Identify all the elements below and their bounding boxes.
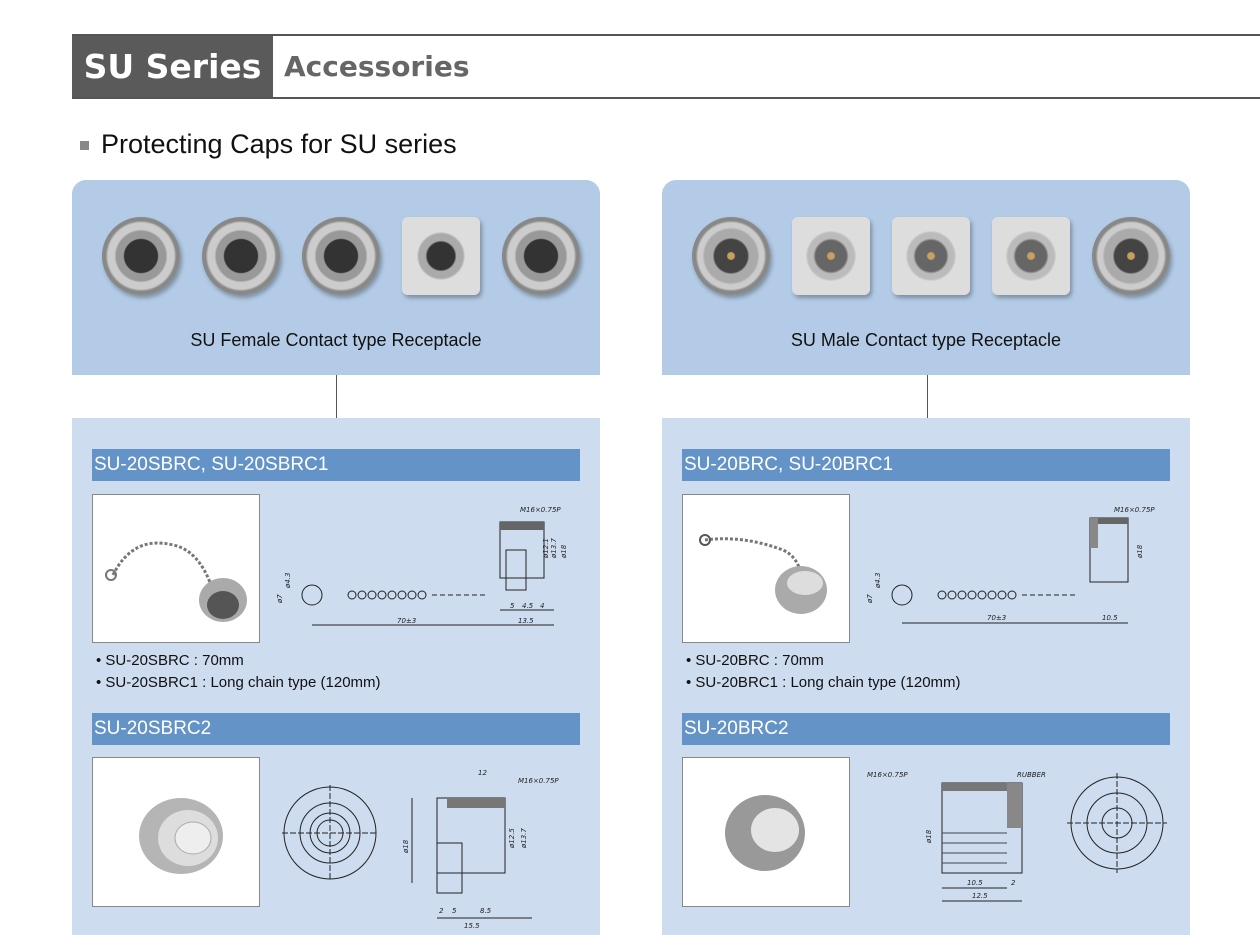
product-title-bar: SU-20BRC, SU-20BRC1	[682, 449, 1170, 481]
male-receptacle-panel: SU Male Contact type Receptacle	[662, 180, 1190, 375]
svg-text:13.5: 13.5	[518, 617, 534, 625]
chain-cap-photo-icon	[699, 534, 827, 614]
svg-text:RUBBER: RUBBER	[1017, 771, 1046, 779]
svg-text:M16×0.75P: M16×0.75P	[867, 771, 908, 779]
panel-caption: SU Male Contact type Receptacle	[790, 330, 1062, 350]
svg-text:8.5: 8.5	[480, 907, 492, 915]
section-label: Accessories	[284, 50, 470, 83]
connector-photo	[992, 216, 1070, 295]
cap-drawing: 12 M16×0.75P ø18 ø12.5 ø13.7 2 5 8.5 15.…	[282, 769, 559, 930]
connector-line	[927, 375, 928, 418]
svg-text:ø7: ø7	[276, 594, 284, 604]
svg-text:ø12.1: ø12.1	[542, 538, 550, 559]
note: • SU-20SBRC1 : Long chain type (120mm)	[96, 674, 381, 691]
svg-text:2: 2	[1011, 879, 1016, 887]
cap-photo	[92, 494, 260, 643]
product-title-bar: SU-20SBRC, SU-20SBRC1	[92, 449, 580, 481]
panel-caption: SU Female Contact type Receptacle	[190, 330, 482, 350]
svg-text:12: 12	[478, 769, 487, 777]
male-receptacle-photos	[692, 208, 1170, 303]
svg-text:12.5: 12.5	[972, 892, 988, 900]
svg-text:ø7: ø7	[866, 594, 874, 604]
connector-photo	[402, 216, 480, 295]
svg-text:ø12.5: ø12.5	[508, 828, 516, 849]
svg-text:10.5: 10.5	[967, 879, 983, 887]
cap-drawing: M16×0.75P ø12.1 ø13.7 ø18 ø4.3 ø7 5 4.5 …	[276, 506, 568, 626]
female-receptacle-panel: SU Female Contact type Receptacle	[72, 180, 600, 375]
svg-text:ø4.3: ø4.3	[874, 573, 882, 589]
svg-text:70±3: 70±3	[987, 614, 1006, 622]
svg-text:M16×0.75P: M16×0.75P	[1114, 506, 1155, 514]
square-bullet-icon	[80, 141, 89, 150]
svg-text:M16×0.75P: M16×0.75P	[518, 777, 559, 785]
connector-photo	[102, 216, 180, 295]
svg-text:2: 2	[439, 907, 444, 915]
product-title-bar: SU-20SBRC2	[92, 713, 580, 745]
svg-text:4.5: 4.5	[522, 602, 534, 610]
cap-photo	[682, 494, 850, 643]
plain-cap-photo-icon	[139, 798, 223, 874]
note: • SU-20BRC : 70mm	[686, 652, 824, 669]
connector-line	[336, 375, 337, 418]
svg-text:5: 5	[510, 602, 515, 610]
connector-photo	[502, 216, 580, 295]
male-caps-panel: SU-20BRC, SU-20BRC1 M16×0.75P ø18 ø4.3 ø…	[662, 418, 1190, 935]
connector-photo	[302, 216, 380, 295]
cap-drawing: M16×0.75P ø18 ø4.3 ø7 70±3 10.5	[866, 506, 1155, 624]
svg-text:4: 4	[540, 602, 544, 610]
cap-photo	[682, 757, 850, 907]
svg-text:ø18: ø18	[560, 544, 568, 559]
connector-photo	[692, 216, 770, 295]
series-label: SU Series	[72, 36, 273, 97]
female-receptacle-photos	[102, 208, 580, 303]
svg-text:15.5: 15.5	[464, 922, 480, 930]
svg-text:ø18: ø18	[402, 839, 410, 854]
note: • SU-20BRC1 : Long chain type (120mm)	[686, 674, 961, 691]
connector-photo	[792, 216, 870, 295]
svg-text:M16×0.75P: M16×0.75P	[520, 506, 561, 514]
cap-photo	[92, 757, 260, 907]
connector-photo	[202, 216, 280, 295]
svg-text:ø18: ø18	[1136, 544, 1144, 559]
notes-list: • SU-20BRC : 70mm • SU-20BRC1 : Long cha…	[686, 650, 961, 694]
female-caps-panel: SU-20SBRC, SU-20SBRC1 M16×0.75P ø12.1 ø1…	[72, 418, 600, 935]
notes-list: • SU-20SBRC : 70mm • SU-20SBRC1 : Long c…	[96, 650, 381, 694]
header-rule-top	[72, 34, 1260, 36]
cap-drawing: M16×0.75P RUBBER ø18 10.5 2 12.5	[867, 771, 1167, 902]
knurled-cap-photo-icon	[725, 795, 805, 871]
product-title-bar: SU-20BRC2	[682, 713, 1170, 745]
svg-text:ø13.7: ø13.7	[550, 538, 558, 559]
svg-text:ø18: ø18	[925, 829, 933, 844]
page-title: Protecting Caps for SU series	[101, 129, 457, 159]
chain-cap-photo-icon	[105, 541, 247, 622]
connector-photo	[892, 216, 970, 295]
svg-text:70±3: 70±3	[397, 617, 416, 625]
header-rule-bottom	[72, 97, 1260, 99]
svg-text:5: 5	[452, 907, 457, 915]
note: • SU-20SBRC : 70mm	[96, 652, 244, 669]
connector-photo	[1092, 216, 1170, 295]
svg-text:10.5: 10.5	[1102, 614, 1118, 622]
svg-text:ø4.3: ø4.3	[284, 573, 292, 589]
svg-text:ø13.7: ø13.7	[520, 828, 528, 849]
